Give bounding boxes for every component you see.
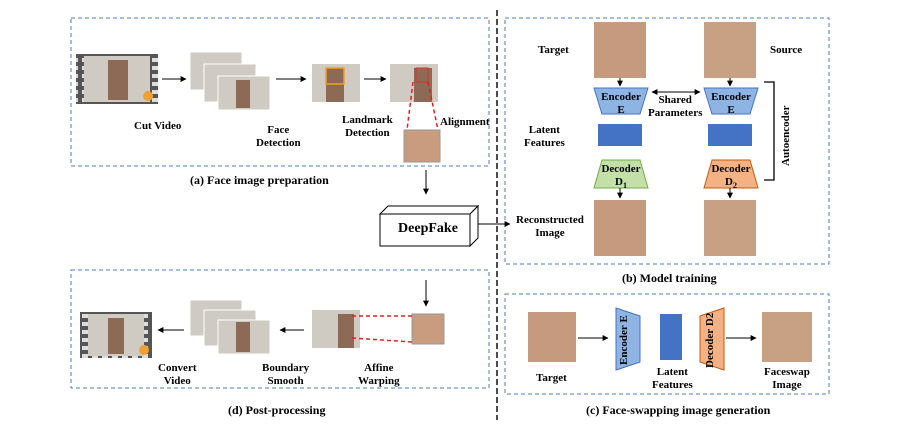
label-convert-video: Convert Video <box>158 362 197 387</box>
label-faceswap-image: Faceswap Image <box>764 366 810 391</box>
label-landmark-detection: Landmark Detection <box>342 114 393 139</box>
latent-block-c <box>660 314 682 360</box>
caption-d: (d) Post-processing <box>228 403 326 417</box>
deepfake-label: DeepFake <box>398 221 458 236</box>
label-latent-features-b: Latent Features <box>524 124 565 149</box>
encoder-shape-c <box>615 307 641 371</box>
decoder-shape-c <box>699 307 725 371</box>
video-clip-icon-a <box>76 54 158 104</box>
panel-a-border <box>70 17 490 167</box>
label-source-b: Source <box>770 44 803 56</box>
label-encoder-c: Encoder E <box>618 315 630 365</box>
caption-b: (b) Model training <box>622 271 717 285</box>
frame-stack-d <box>189 299 271 355</box>
decoder-shape-b2 <box>703 159 759 189</box>
source-face-b <box>704 22 756 78</box>
label-affine-warping: Affine Warping <box>358 362 400 387</box>
latent-block-b2 <box>708 124 752 146</box>
label-boundary-smooth: Boundary Smooth <box>262 362 310 387</box>
label-reconstructed-image: Reconstructed Image <box>516 214 584 239</box>
target-face-b <box>594 22 646 78</box>
face-detection-image <box>312 64 360 102</box>
target-face-c <box>528 312 576 362</box>
label-target-b: Target <box>538 44 569 56</box>
faceswap-face-c <box>762 312 812 362</box>
reconstructed-face-b2 <box>704 200 756 256</box>
latent-block-b1 <box>598 124 642 146</box>
panel-b-border <box>504 17 830 265</box>
encoder-shape-b1 <box>593 87 649 115</box>
caption-a: (a) Face image preparation <box>190 173 329 187</box>
deepfake-box <box>378 204 480 248</box>
label-cut-video: Cut Video <box>134 120 182 132</box>
label-target-c: Target <box>536 372 567 384</box>
label-latent-features-c: Latent Features <box>652 366 693 391</box>
label-face-detection: Face Detection <box>256 124 301 149</box>
video-clip-icon-d <box>80 312 152 358</box>
encoder-shape-b2 <box>703 87 759 115</box>
aligned-face-image <box>403 129 441 163</box>
label-alignment: Alignment <box>440 116 490 128</box>
landmark-detection-image <box>390 64 438 102</box>
label-decoder-c: Decoder D2 <box>704 312 716 368</box>
decoder-shape-b1 <box>593 159 649 189</box>
reconstructed-face-b1 <box>594 200 646 256</box>
frame-stack-a <box>189 51 271 111</box>
warp-face-image <box>411 313 445 345</box>
label-autoencoder: Autoencoder <box>780 105 792 167</box>
panel-d-border <box>70 269 490 389</box>
caption-c: (c) Face-swapping image generation <box>586 403 771 417</box>
autoencoder-bracket <box>764 81 775 181</box>
label-shared-parameters: Shared Parameters <box>648 94 703 119</box>
panel-c-border <box>504 293 830 395</box>
